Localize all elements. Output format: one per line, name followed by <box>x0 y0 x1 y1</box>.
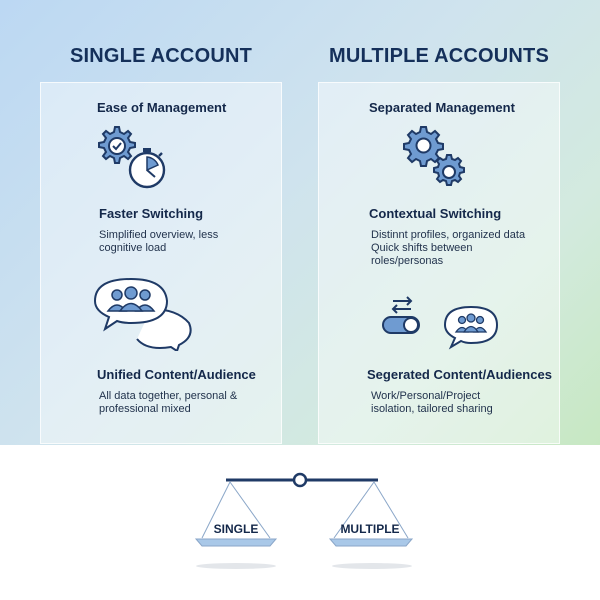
unified-content-heading: Unified Content/Audience <box>97 367 256 382</box>
gear-check-stopwatch-icon <box>98 126 166 189</box>
balance-scale-icon <box>194 472 414 569</box>
segerated-content-text: Work/Personal/Project isolation, tailore… <box>371 390 493 415</box>
segerated-content-heading: Segerated Content/Audiences <box>367 367 552 382</box>
contextual-switching-text: Distinnt profiles, organized data Quick … <box>371 229 526 267</box>
single-account-panel: Ease of Management Faster Switching Simp… <box>40 82 282 444</box>
faster-switching-heading: Faster Switching <box>99 206 204 221</box>
speech-bubbles-people-icon <box>93 277 192 351</box>
multiple-scale-label: MULTIPLE <box>340 522 400 536</box>
faster-switching-text: Simplified overview, less cognitive load <box>99 229 219 254</box>
toggle-arrows-icon <box>382 296 420 334</box>
contextual-switching-heading: Contextual Switching <box>369 206 502 221</box>
multiple-accounts-title: MULTIPLE ACCOUNTS <box>328 45 550 67</box>
multiple-accounts-panel: Separated Management Contextual Switchin… <box>318 82 560 444</box>
two-gears-icon <box>403 126 465 186</box>
single-account-title: SINGLE ACCOUNT <box>69 45 253 67</box>
unified-content-text: All data together, personal & profession… <box>99 390 238 415</box>
ease-of-management-heading: Ease of Management <box>97 100 227 115</box>
speech-bubble-people-icon <box>443 305 499 350</box>
separated-management-heading: Separated Management <box>369 100 515 115</box>
single-scale-label: SINGLE <box>213 522 259 536</box>
background-gradient <box>0 0 600 445</box>
